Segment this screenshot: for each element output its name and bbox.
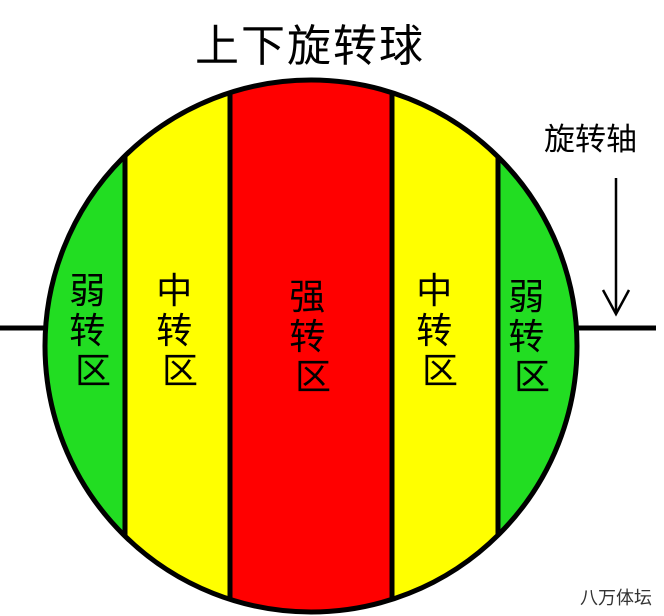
diagram-title: 上下旋转球 — [195, 21, 425, 72]
ball-outline — [42, 77, 580, 615]
band-label-strong: 强 转 区 — [289, 277, 336, 398]
band-label-medium-right: 中 转 区 — [416, 271, 463, 392]
watermark: 八万体坛 — [580, 588, 652, 609]
band-label-medium-left: 中 转 区 — [156, 271, 203, 392]
band-label-weak-left: 弱 转 区 — [69, 271, 116, 392]
rotation-axis-label: 旋转轴 — [544, 122, 637, 158]
band-strong — [230, 80, 392, 612]
axis-arrow — [601, 178, 631, 317]
band-medium-left — [125, 80, 230, 612]
band-label-weak-right: 弱 转 区 — [508, 277, 555, 398]
band-medium-right — [392, 80, 498, 612]
